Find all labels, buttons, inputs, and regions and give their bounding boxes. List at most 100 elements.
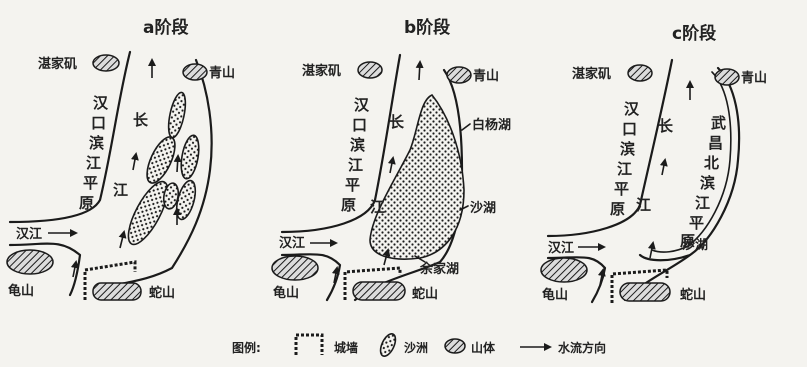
flow-arrow	[130, 152, 139, 171]
legend-sandbar-label: 沙洲	[404, 341, 428, 355]
zhanjiaji-mountain-icon	[627, 64, 653, 82]
label-qingshan: 青山	[209, 65, 235, 81]
label-hankou-char: 口	[622, 120, 637, 138]
label-guishan: 龟山	[542, 287, 568, 303]
label-changjiang-char: 江	[370, 198, 385, 216]
west-bank	[546, 58, 674, 238]
label-hankou-char: 原	[341, 196, 356, 214]
label-hanjiang: 汉江	[279, 235, 305, 251]
panel-a: a阶段 湛家矶 青山 汉 口 滨 江 平 原	[6, 17, 235, 301]
label-hankou-char: 原	[610, 200, 625, 218]
label-wuchang-char: 滨	[700, 174, 715, 192]
city-wall	[610, 268, 669, 303]
label-guishan: 龟山	[8, 283, 34, 299]
west-bank	[8, 50, 132, 224]
leader-line	[414, 255, 426, 263]
label-hanjiang: 汉江	[548, 240, 574, 256]
legend-wall-label: 城墙	[334, 340, 358, 355]
sheshan-mountain-icon	[92, 282, 142, 301]
label-sheshan: 蛇山	[680, 287, 706, 303]
guishan-mountain-icon	[540, 257, 588, 283]
east-bank	[93, 58, 213, 294]
guishan-mountain-icon	[6, 249, 54, 275]
label-hankou-char: 原	[79, 194, 94, 212]
legend-flow-label: 水流方向	[558, 340, 606, 355]
label-hankou-char: 口	[91, 114, 106, 132]
leader-line	[461, 123, 471, 131]
label-wuchang-char: 昌	[708, 134, 723, 152]
label-hankou-char: 滨	[89, 134, 104, 152]
sandbar	[146, 136, 176, 184]
label-hankou-char: 滨	[350, 136, 365, 154]
label-changjiang-char: 长	[133, 111, 149, 129]
label-shahu: 沙湖	[470, 201, 496, 216]
label-hankou-char: 滨	[620, 140, 635, 158]
flow-arrow	[382, 248, 391, 266]
label-wuchang-char: 北	[704, 154, 719, 172]
flow-arrow	[331, 266, 340, 284]
label-hankou-char: 汉	[93, 94, 109, 112]
label-changjiang-char: 长	[658, 117, 674, 135]
label-changjiang-char: 江	[636, 196, 651, 214]
leader-line	[459, 205, 469, 211]
label-zhanjiaji: 湛家矶	[572, 66, 611, 82]
flow-arrow	[659, 158, 668, 176]
flow-arrow	[647, 241, 656, 259]
sandbar	[369, 94, 465, 260]
label-qingshan: 青山	[741, 70, 767, 86]
label-wuchang-char: 原	[680, 232, 695, 250]
legend-title: 图例:	[232, 340, 261, 355]
west-bank	[280, 53, 402, 234]
label-hankou-char: 汉	[624, 100, 640, 118]
sandbar	[167, 91, 187, 139]
sandbar	[127, 180, 169, 246]
zhanjiaji-mountain-icon	[357, 61, 383, 79]
flow-arrow	[118, 230, 127, 249]
east-bank-inner	[651, 71, 732, 253]
zhanjiaji-mountain-icon	[92, 54, 120, 72]
label-hankou-char: 江	[86, 154, 101, 172]
qingshan-mountain-icon	[182, 63, 208, 81]
label-hankou-char: 江	[348, 156, 363, 174]
city-wall	[343, 266, 402, 300]
legend-mountain-icon	[444, 338, 466, 354]
label-baiyanghu: 白杨湖	[472, 117, 511, 133]
hanjiang-bank	[280, 253, 342, 302]
legend-wall-icon	[294, 333, 324, 355]
label-hankou-char: 平	[83, 174, 98, 192]
label-changjiang-char: 江	[113, 181, 128, 199]
sheshan-mountain-icon	[619, 282, 671, 302]
flow-arrow	[597, 268, 606, 286]
panel-b: b阶段 湛家矶 青山 汉 口 滨 江 平 原 长 江 白杨湖 沙湖 余家湖 汉江…	[271, 17, 511, 302]
label-wuchang-char: 平	[689, 214, 704, 232]
hanjiang-bank	[546, 256, 607, 304]
qingshan-mountain-icon	[714, 68, 740, 86]
label-hankou-char: 平	[614, 180, 629, 198]
label-zhanjiaji: 湛家矶	[38, 56, 77, 72]
label-hankou-char: 江	[617, 160, 632, 178]
label-wuchang-char: 江	[695, 194, 710, 212]
qingshan-mountain-icon	[446, 66, 472, 84]
panel-a-title: a阶段	[143, 17, 188, 38]
flow-arrow	[415, 60, 424, 81]
flow-arrow	[70, 260, 79, 278]
label-shahu: 沙湖	[682, 238, 708, 253]
legend: 图例: 城墙 沙洲 山体 水流方向	[232, 333, 606, 357]
hanjiang-bank	[8, 242, 82, 297]
guishan-mountain-icon	[271, 255, 319, 281]
panel-c: c阶段 湛家矶 青山 汉 口 滨 江 平 原 长 江 武 昌 北 滨 江 平 原…	[540, 23, 767, 304]
panel-b-title: b阶段	[404, 17, 450, 38]
label-guishan: 龟山	[273, 285, 299, 301]
legend-mountain-label: 山体	[471, 340, 496, 355]
panel-c-title: c阶段	[672, 23, 716, 44]
label-hankou-char: 平	[345, 176, 360, 194]
legend-sandbar-icon	[379, 333, 397, 357]
flow-arrow	[173, 154, 182, 173]
label-hankou-char: 口	[352, 116, 367, 134]
label-qingshan: 青山	[473, 68, 499, 84]
label-sheshan: 蛇山	[412, 286, 438, 302]
label-hankou-char: 汉	[354, 96, 370, 114]
sheshan-mountain-icon	[352, 281, 406, 301]
label-wuchang-char: 武	[711, 114, 726, 132]
